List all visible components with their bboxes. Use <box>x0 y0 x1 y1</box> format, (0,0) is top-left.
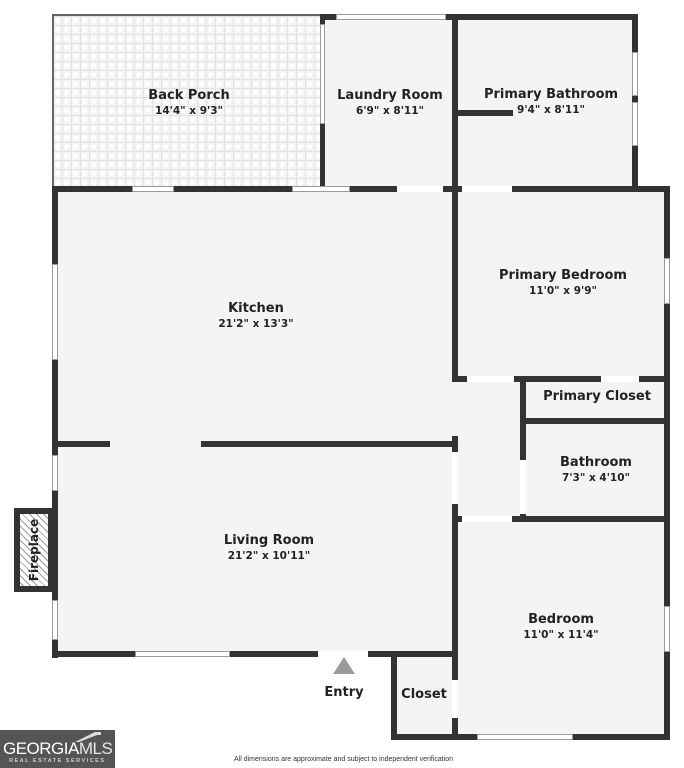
window <box>477 734 573 740</box>
window <box>320 24 325 124</box>
window <box>52 600 58 640</box>
wall <box>520 376 526 522</box>
door-opening <box>452 452 458 504</box>
room-dims: 6'9" x 8'11" <box>356 105 424 117</box>
room-label-closet: Closet <box>401 687 447 703</box>
room-dims: 9'4" x 8'11" <box>517 104 585 116</box>
door-opening <box>462 186 512 192</box>
room-label-laundry-room: Laundry Room 6'9" x 8'11" <box>337 88 443 118</box>
room-name: Primary Closet <box>543 389 651 404</box>
window <box>632 102 638 146</box>
room-name: Back Porch <box>148 88 230 103</box>
georgia-mls-logo: GEORGIAMLS REAL ESTATE SERVICES <box>0 730 115 768</box>
window <box>292 186 350 192</box>
wall <box>520 418 668 424</box>
logo-brand-accent: MLS <box>78 739 113 758</box>
room-name: Kitchen <box>228 301 284 316</box>
room-label-primary-bathroom: Primary Bathroom 9'4" x 8'11" <box>484 87 618 117</box>
window <box>664 258 670 304</box>
bedroom-floor <box>455 518 668 738</box>
room-label-kitchen: Kitchen 21'2" x 13'3" <box>218 301 293 331</box>
room-dims: 21'2" x 13'3" <box>218 318 294 330</box>
wall <box>52 14 324 16</box>
primary-closet-floor <box>523 380 668 520</box>
window <box>52 455 58 491</box>
logo-brand: GEORGIAMLS <box>3 739 113 759</box>
wall <box>458 110 513 116</box>
entry-label: Entry <box>324 685 363 701</box>
fireplace: Fireplace <box>14 508 54 592</box>
room-name: Bedroom <box>528 612 594 627</box>
wall <box>664 186 670 740</box>
window <box>336 14 446 20</box>
wall <box>52 441 110 447</box>
closet-floor <box>393 654 458 738</box>
wall <box>391 651 397 740</box>
room-dims: 21'2" x 10'11" <box>227 550 311 562</box>
logo-subtitle: REAL ESTATE SERVICES <box>9 758 106 764</box>
room-name: Primary Bedroom <box>499 268 627 283</box>
room-label-living-room: Living Room 21'2" x 10'11" <box>224 533 314 563</box>
door-opening <box>601 376 639 382</box>
wall <box>52 186 58 658</box>
laundry-room-floor <box>323 16 455 188</box>
wall <box>52 186 468 192</box>
room-name: Bathroom <box>560 455 632 470</box>
primary-bathroom-floor <box>455 16 636 188</box>
room-label-back-porch: Back Porch 14'4" x 9'3" <box>148 88 229 118</box>
wall <box>201 441 458 447</box>
room-name: Laundry Room <box>337 88 443 103</box>
window <box>664 606 670 652</box>
wall <box>52 14 54 188</box>
primary-bedroom-floor <box>455 188 668 380</box>
room-name: Primary Bathroom <box>483 87 619 102</box>
door-opening <box>462 516 512 522</box>
disclaimer: All dimensions are approximate and subje… <box>234 756 454 763</box>
window <box>632 52 638 96</box>
room-dims: 11'0" x 11'4" <box>523 629 599 641</box>
door-opening <box>467 376 514 382</box>
wall <box>452 186 666 192</box>
room-dims: 7'3" x 4'10" <box>562 472 630 484</box>
room-label-bathroom: Bathroom 7'3" x 4'10" <box>560 455 632 485</box>
room-name: Closet <box>401 687 447 702</box>
wall <box>452 516 668 522</box>
door-opening <box>452 680 458 718</box>
wall <box>452 376 668 382</box>
back-porch-floor <box>53 16 323 188</box>
room-label-primary-closet: Primary Closet <box>543 389 651 405</box>
fireplace-label: Fireplace <box>27 518 41 582</box>
window <box>52 264 58 360</box>
logo-brand-main: GEORGIA <box>3 739 79 758</box>
window <box>135 651 230 657</box>
entry-arrow-icon <box>333 657 355 674</box>
window <box>132 186 174 192</box>
room-name: Living Room <box>223 533 315 548</box>
fireplace-hatch: Fireplace <box>20 514 48 586</box>
entry-door-opening <box>318 651 368 657</box>
wall <box>452 14 458 382</box>
room-dims: 14'4" x 9'3" <box>155 105 223 117</box>
wall <box>452 436 458 738</box>
door-opening <box>397 186 443 192</box>
door-opening <box>520 460 526 514</box>
wall <box>320 14 638 20</box>
room-dims: 11'0" x 9'9" <box>529 285 597 297</box>
wall <box>52 651 458 657</box>
roof-icon <box>75 732 101 742</box>
living-room-floor <box>53 444 458 654</box>
entry-text: Entry <box>324 685 364 700</box>
room-label-bedroom: Bedroom 11'0" x 11'4" <box>523 612 598 642</box>
room-label-primary-bedroom: Primary Bedroom 11'0" x 9'9" <box>499 268 627 298</box>
